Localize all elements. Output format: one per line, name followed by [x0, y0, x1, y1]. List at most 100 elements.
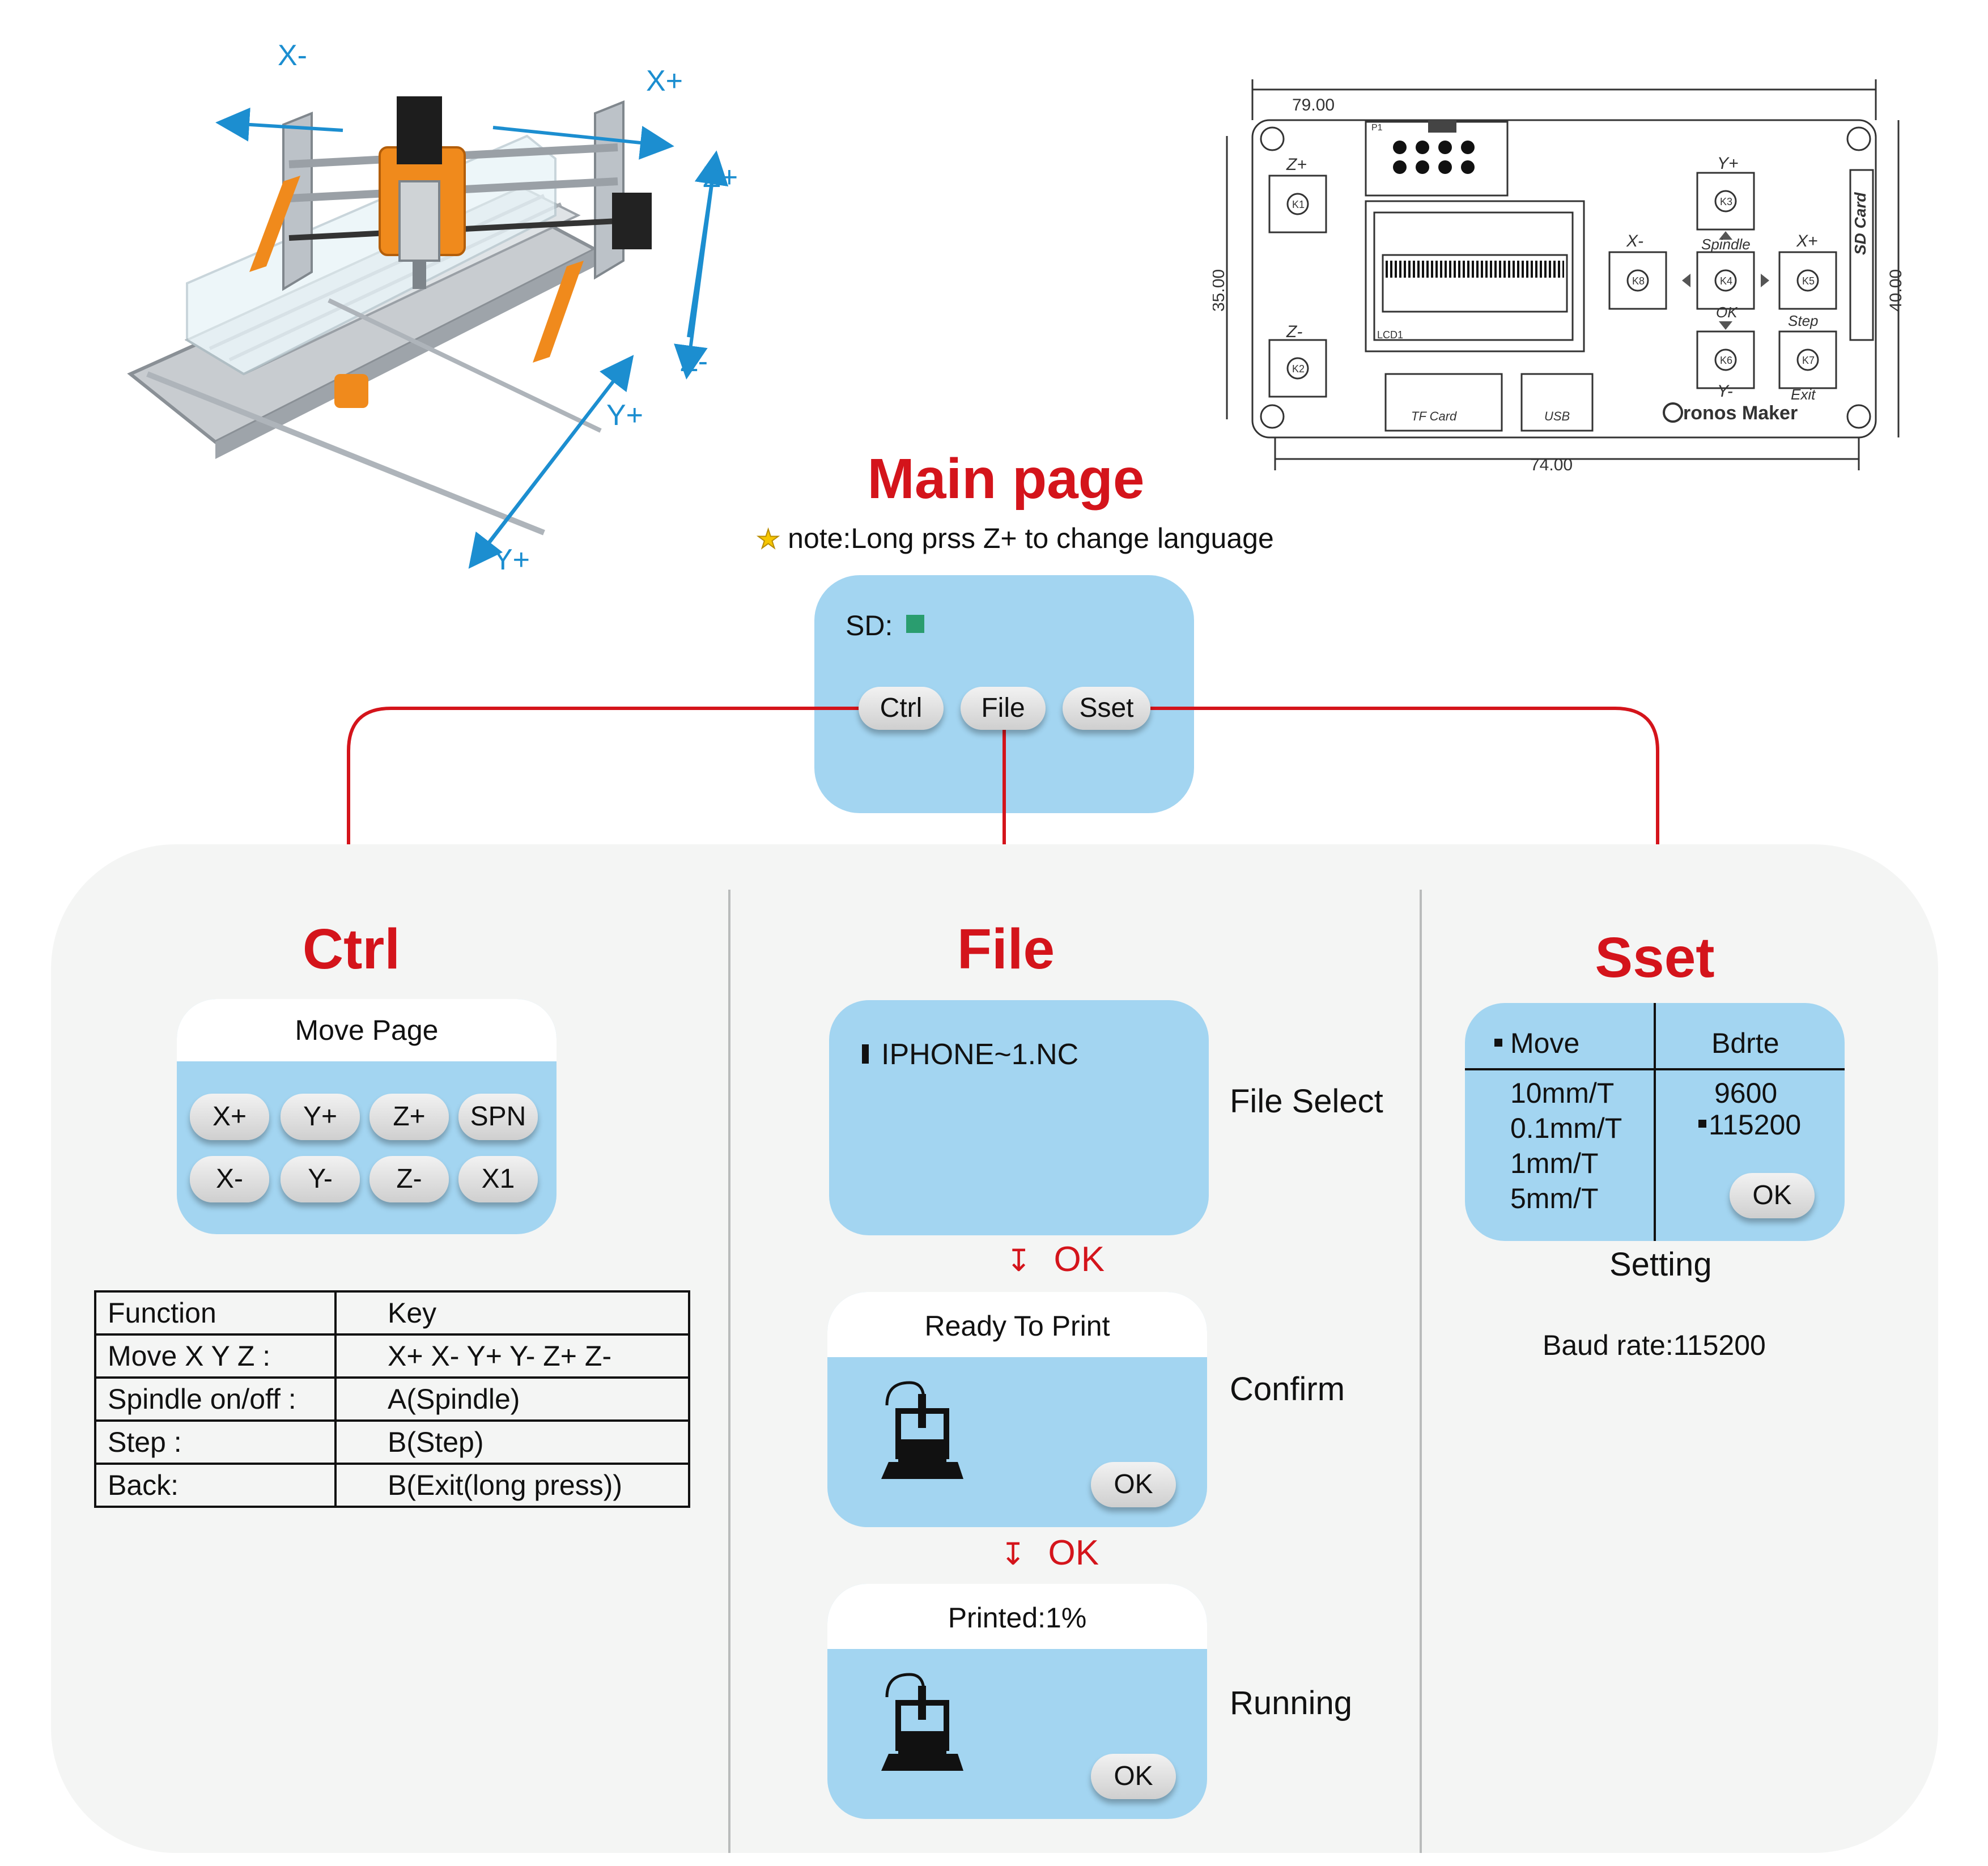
settings-column-divider [1654, 1003, 1656, 1241]
file-section-title: File [957, 917, 1055, 981]
table-cell-function: Back: [94, 1463, 337, 1508]
board-label-exit: Exit [1791, 386, 1816, 403]
baud-rate-note: Baud rate:115200 [1543, 1329, 1766, 1361]
column-divider-left [728, 890, 730, 1853]
running-label: Running [1230, 1685, 1353, 1722]
table-cell-function: Move X Y Z : [94, 1333, 337, 1379]
axis-label-y-plus-upper: Y+ [606, 399, 643, 432]
baud-selected-bullet [1698, 1120, 1706, 1128]
key-x1-button[interactable]: X1 [458, 1156, 538, 1202]
table-row: Spindle on/off : A(Spindle) [94, 1376, 690, 1422]
table-cell-function: Step : [94, 1419, 337, 1465]
board-label-ok: OK [1716, 304, 1738, 321]
board-label-lcd: LCD1 [1377, 329, 1403, 341]
board-label-y-minus: Y- [1717, 382, 1733, 401]
ok-step-1-text: OK [1054, 1240, 1105, 1279]
key-x-minus-button[interactable]: X- [190, 1156, 269, 1202]
down-arrow-icon: ↧ [1000, 1537, 1026, 1571]
table-row: Back: B(Exit(long press)) [94, 1463, 690, 1508]
key-z-minus-button[interactable]: Z- [369, 1156, 449, 1202]
column-divider-right [1420, 890, 1422, 1853]
move-page-screen: Move Page X+ Y+ Z+ SPN X- Y- Z- X1 [177, 999, 557, 1234]
table-header-function: Function [94, 1290, 337, 1336]
dim-height-right: 40.00 [1887, 269, 1905, 312]
dim-width-bottom: 74.00 [1530, 456, 1573, 474]
dim-width-top: 79.00 [1292, 96, 1335, 114]
key-k7-label: K7 [1802, 355, 1815, 366]
confirm-label: Confirm [1230, 1371, 1345, 1408]
sd-label: SD: [846, 610, 893, 641]
board-label-tf-card: TF Card [1411, 409, 1457, 423]
table-cell-key: A(Spindle) [334, 1376, 690, 1422]
star-icon: ★ [756, 524, 780, 554]
key-x-plus-button[interactable]: X+ [190, 1094, 269, 1140]
board-label-p1: P1 [1371, 123, 1383, 133]
key-z-plus-button[interactable]: Z+ [369, 1094, 449, 1140]
ready-ok-button[interactable]: OK [1091, 1462, 1176, 1507]
board-label-z-minus: Z- [1286, 322, 1302, 341]
ok-step-2-text: OK [1048, 1533, 1099, 1572]
baud-option[interactable]: 9600 [1714, 1077, 1778, 1109]
ready-to-print-screen: Ready To Print OK [827, 1292, 1207, 1527]
board-label-y-plus: Y+ [1717, 154, 1739, 173]
language-note-text: note:Long prss Z+ to change language [788, 522, 1274, 554]
file-name-text: IPHONE~1.NC [881, 1038, 1079, 1071]
table-row: Move X Y Z : X+ X- Y+ Y- Z+ Z- [94, 1333, 690, 1379]
dim-height-left: 35.00 [1213, 269, 1228, 312]
key-k3-label: K3 [1720, 196, 1732, 207]
main-file-button[interactable]: File [961, 687, 1046, 730]
axis-label-y-plus-lower: Y+ [493, 543, 530, 576]
table-cell-key: B(Exit(long press)) [334, 1463, 690, 1508]
table-header-key: Key [334, 1290, 690, 1336]
key-k4-label: K4 [1720, 275, 1732, 287]
axis-label-z-minus: Z- [680, 345, 708, 378]
main-sset-button[interactable]: Sset [1063, 687, 1150, 730]
settings-ok-button[interactable]: OK [1730, 1173, 1815, 1218]
key-y-plus-button[interactable]: Y+ [281, 1094, 360, 1140]
language-note: ★ note:Long prss Z+ to change language [756, 521, 1274, 556]
table-header-row: Function Key [94, 1290, 690, 1336]
axis-label-x-plus: X+ [646, 65, 683, 97]
key-spn-button[interactable]: SPN [458, 1094, 538, 1140]
file-select-label: File Select [1230, 1083, 1383, 1120]
board-label-x-plus: X+ [1796, 232, 1818, 250]
table-row: Step : B(Step) [94, 1419, 690, 1465]
cnc-machine-icon [881, 1673, 963, 1771]
sd-status-indicator [906, 615, 924, 633]
key-y-minus-button[interactable]: Y- [281, 1156, 360, 1202]
control-board-drawing: 79.00 74.00 35.00 40.00 K1 K2 K3 K4 K5 K… [1213, 79, 1905, 474]
key-k8-label: K8 [1632, 275, 1645, 287]
settings-screen: Move Bdrte 10mm/T 0.1mm/T 1mm/T 5mm/T 96… [1465, 1003, 1845, 1241]
key-k5-label: K5 [1802, 275, 1815, 287]
move-option[interactable]: 1mm/T [1510, 1147, 1599, 1179]
main-page-title: Main page [867, 447, 1145, 511]
board-label-step: Step [1788, 312, 1819, 329]
table-cell-key: X+ X- Y+ Y- Z+ Z- [334, 1333, 690, 1379]
baud-option[interactable]: 115200 [1709, 1109, 1802, 1141]
move-column-bullet [1494, 1039, 1502, 1047]
board-label-spindle: Spindle [1701, 236, 1751, 253]
printing-screen: Printed:1% OK [827, 1584, 1207, 1819]
axis-label-x-minus: X- [278, 39, 307, 72]
main-ctrl-button[interactable]: Ctrl [859, 687, 944, 730]
move-option[interactable]: 5mm/T [1510, 1183, 1599, 1214]
move-option[interactable]: 10mm/T [1510, 1077, 1615, 1109]
table-cell-key: B(Step) [334, 1419, 690, 1465]
move-option[interactable]: 0.1mm/T [1510, 1112, 1622, 1144]
move-column-header: Move [1510, 1027, 1580, 1059]
board-label-usb: USB [1544, 409, 1570, 423]
down-arrow-icon: ↧ [1006, 1244, 1032, 1278]
key-k2-label: K2 [1292, 363, 1305, 375]
setting-label: Setting [1609, 1246, 1712, 1283]
key-k1-label: K1 [1292, 199, 1305, 210]
ok-step-2: ↧ OK [1000, 1533, 1099, 1573]
table-cell-function: Spindle on/off : [94, 1376, 337, 1422]
file-select-screen: IPHONE~1.NC [829, 1000, 1209, 1235]
board-label-z-plus: Z+ [1286, 155, 1307, 174]
printing-ok-button[interactable]: OK [1091, 1754, 1176, 1799]
ready-to-print-header: Ready To Print [827, 1292, 1207, 1359]
ctrl-section-title: Ctrl [302, 917, 401, 981]
cnc-machine-illustration: X- X+ Z+ Z- Y+ Y+ [127, 39, 738, 576]
function-key-table: Function Key Move X Y Z : X+ X- Y+ Y- Z+… [94, 1290, 690, 1508]
axis-label-z-plus: Z+ [703, 161, 738, 194]
